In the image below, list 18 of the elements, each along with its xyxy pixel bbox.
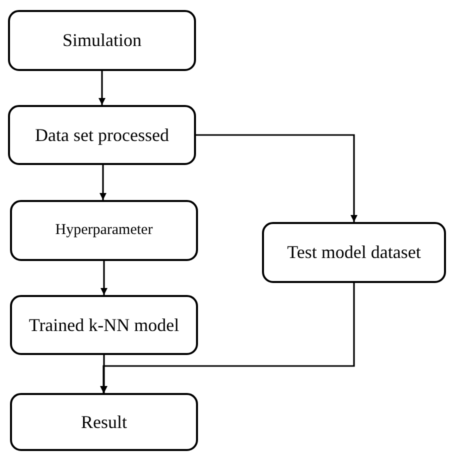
arrow [196, 134, 358, 222]
arrow [98, 71, 106, 105]
process-box [10, 393, 198, 451]
box-label: Trained k-NN model [28, 314, 180, 336]
arrow [100, 355, 108, 393]
box-label: Hyperparameter [55, 222, 153, 240]
process-box [10, 295, 198, 355]
box-label: Test model dataset [287, 242, 421, 263]
process-box [10, 200, 198, 261]
arrow [100, 165, 106, 200]
arrow [100, 283, 355, 393]
box-label: Data set processed [35, 124, 169, 146]
process-box [8, 10, 196, 71]
box-label: Result [80, 412, 127, 432]
process-box [262, 222, 446, 283]
arrow [100, 261, 108, 295]
box-label: Simulation [62, 30, 142, 51]
process-box [8, 105, 196, 165]
